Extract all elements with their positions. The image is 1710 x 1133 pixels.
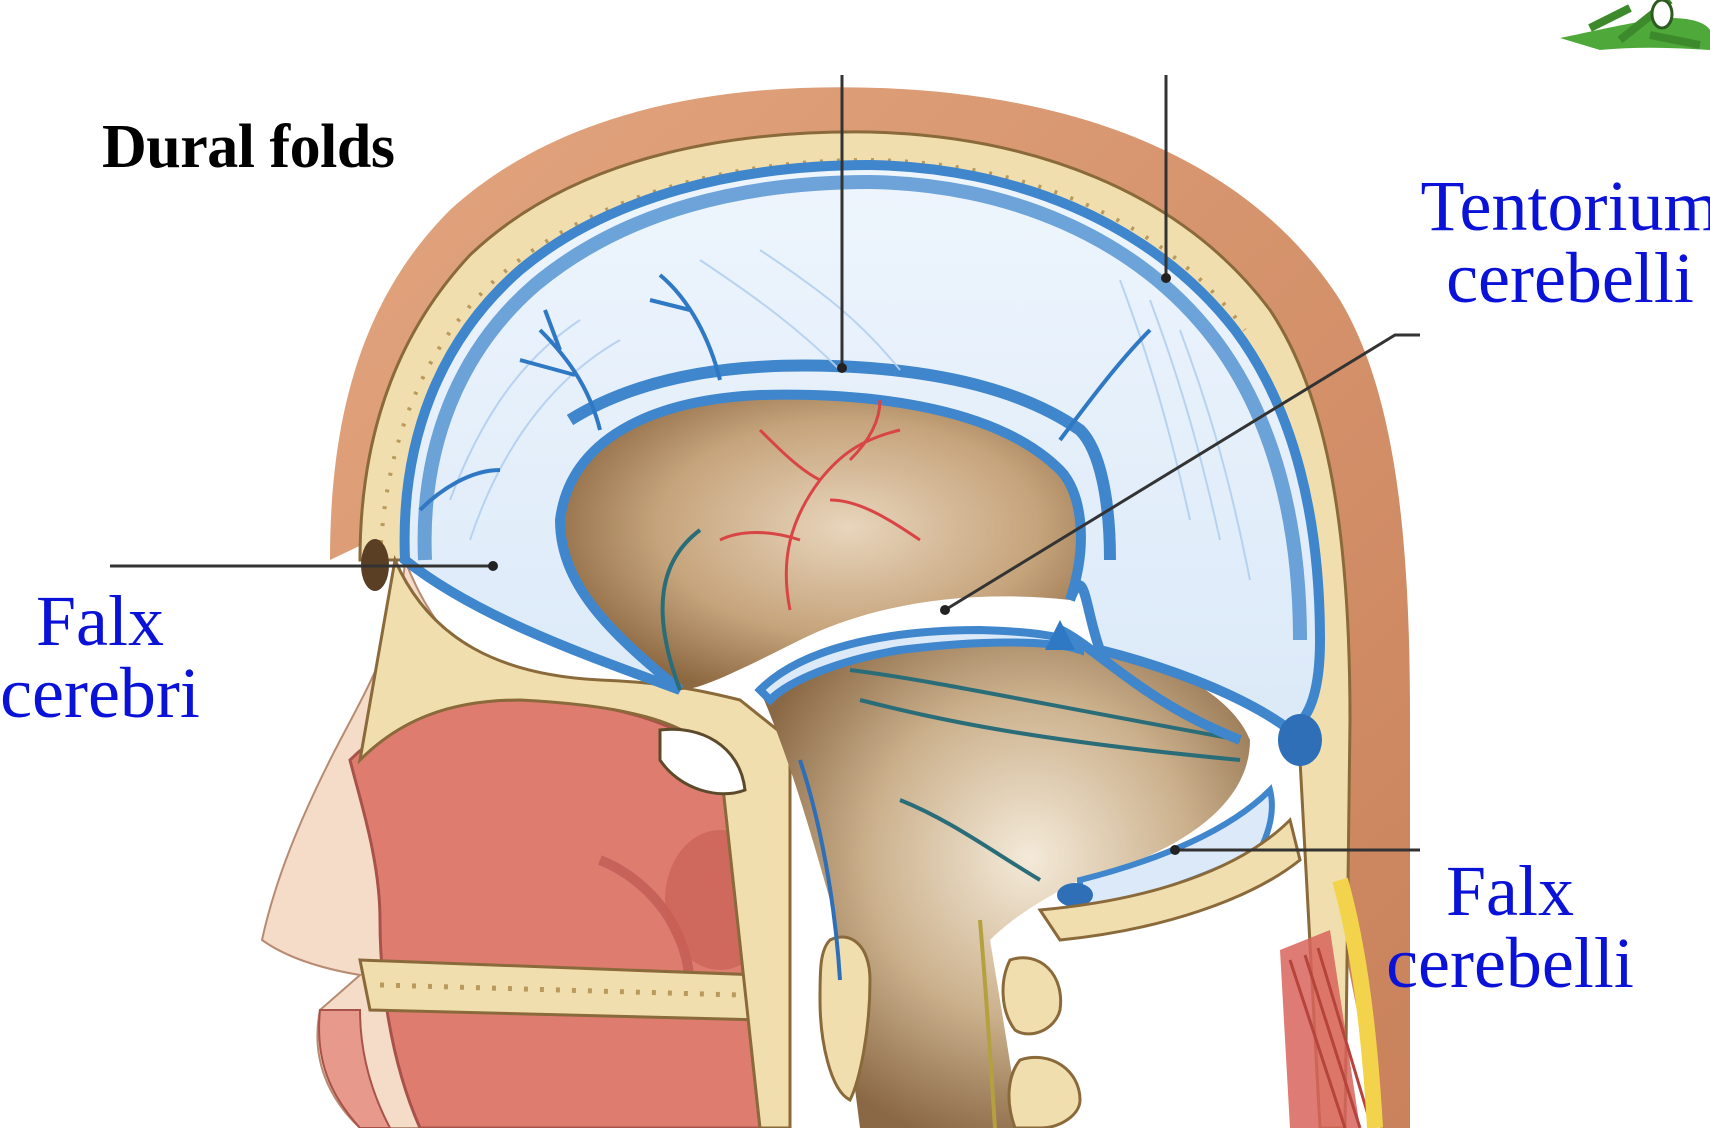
tentorium-cerebelli	[754, 625, 1085, 706]
label-falx-cerebri-line2: cerebri	[0, 653, 200, 733]
label-falx-cerebelli-line2: cerebelli	[1386, 923, 1634, 1003]
label-tentorium-line2: cerebelli	[1446, 238, 1694, 318]
label-falx-cerebelli-line1: Falx	[1445, 851, 1574, 931]
neck-muscle	[1280, 930, 1360, 1128]
label-tentorium-line1: Tentorium	[1420, 166, 1710, 246]
label-falx-cerebri: Falx cerebri	[0, 585, 220, 729]
posterior-cranial-fossa	[760, 637, 1250, 1128]
cervical-vertebra	[818, 935, 872, 1103]
tree-logo-icon	[1560, 0, 1710, 50]
diagram-title: Dural folds	[102, 113, 395, 181]
leader-lines	[110, 75, 1420, 852]
label-falx-cerebri-line1: Falx	[35, 581, 164, 661]
label-falx-cerebelli: Falx cerebelli	[1360, 855, 1660, 999]
cerebral-cavity	[560, 394, 1084, 690]
falx-cerebri	[399, 159, 1326, 736]
label-tentorium-cerebelli: Tentorium cerebelli	[1390, 170, 1710, 314]
